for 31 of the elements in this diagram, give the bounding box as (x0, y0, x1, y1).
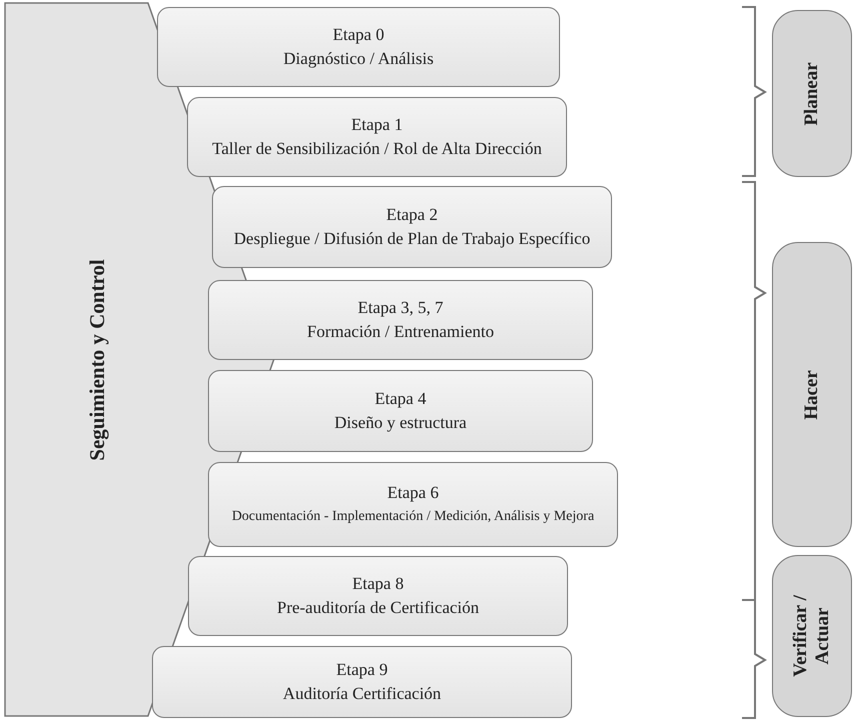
stage-box (187, 97, 567, 177)
stage-description: Diagnóstico / Análisis (283, 48, 434, 70)
stage-box (157, 7, 560, 87)
phase-tab (772, 10, 852, 177)
stage-description: Despliegue / Difusión de Plan de Trabajo Específico (234, 228, 590, 250)
stage-description: Auditoría Certificación (282, 683, 442, 705)
stage-box (208, 370, 593, 452)
stage-number: Etapa 3, 5, 7 (358, 297, 444, 319)
phase-tab (772, 242, 852, 547)
stage-description: Formación / Entrenamiento (307, 321, 494, 343)
stage-box (212, 186, 612, 268)
stage-number: Etapa 9 (336, 659, 388, 681)
stage-description: Taller de Sensibilización / Rol de Alta Dirección (212, 138, 542, 160)
stage-number: Etapa 1 (351, 114, 403, 136)
phase-label: Verificar / Actuar (790, 594, 834, 679)
stage-number: Etapa 8 (352, 573, 404, 595)
stage-number: Etapa 6 (387, 482, 439, 504)
stage-description: Documentación - Implementación / Medición, Análisis y Mejora (232, 508, 594, 526)
phase-label: Planear (801, 60, 823, 128)
arrow-label: Seguimiento y Control (86, 258, 108, 463)
stage-description: Diseño y estructura (334, 412, 467, 434)
stage-box (208, 462, 618, 547)
phase-tab (772, 555, 852, 717)
stage-box (152, 646, 572, 718)
stage-number: Etapa 2 (386, 204, 438, 226)
stage-description: Pre-auditoría de Certificación (276, 597, 480, 619)
stage-box (208, 280, 593, 360)
phase-label: Hacer (801, 368, 823, 422)
stage-box (188, 556, 568, 636)
stage-number: Etapa 4 (374, 388, 426, 410)
stage-number: Etapa 0 (332, 24, 384, 46)
